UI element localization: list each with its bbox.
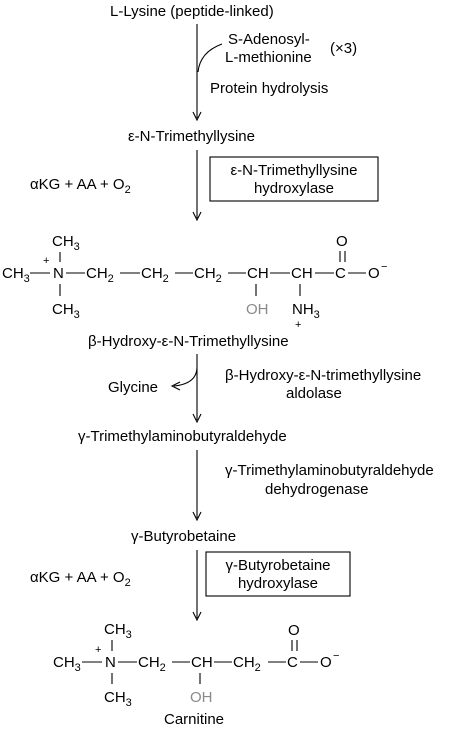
arrowhead-1	[192, 111, 202, 122]
hydroxy-tml-label: β-Hydroxy-ε-N-Trimethyllysine	[88, 333, 289, 350]
s1-o-charge: −	[381, 261, 387, 273]
s1-nh3: NH3	[292, 301, 320, 321]
s1-ch2-a: CH2	[86, 265, 114, 285]
enzyme-box-4	[205, 551, 351, 597]
glycine-arrowhead	[170, 381, 181, 391]
s2-n-plus: +	[95, 644, 101, 656]
s2-o-charge: −	[333, 650, 339, 662]
s2-ch3-bottom: CH3	[104, 689, 132, 709]
hydroxy-tml-structure: CH3 CH3 + N CH3 CH2 CH2 CH2 CH OH CH NH3…	[2, 233, 387, 331]
s1-ch3-left: CH3	[2, 265, 30, 285]
protein-hydrolysis-label: Protein hydrolysis	[210, 80, 328, 97]
arrowhead-3	[192, 413, 202, 424]
enzyme3-line2: dehydrogenase	[265, 481, 368, 498]
arrowhead-4	[192, 511, 202, 522]
butyrobetaine-label: γ-Butyrobetaine	[131, 528, 236, 545]
glycine-curve	[173, 367, 198, 387]
carnitine-label: Carnitine	[164, 711, 224, 728]
glycine-label: Glycine	[108, 379, 158, 396]
s2-n: N	[105, 654, 116, 671]
s2-ch: CH	[191, 654, 213, 671]
arrowhead-5	[192, 611, 202, 622]
sam-line1: S-Adenosyl-	[228, 31, 310, 48]
carnitine-structure: CH3 CH3 + N CH3 CH2 CH OH CH2 C O O −	[53, 621, 339, 709]
enzyme2-line1: β-Hydroxy-ε-N-trimethyllysine	[225, 367, 421, 384]
enzyme1-line2: hydroxylase	[254, 180, 334, 197]
s1-ch3-top: CH3	[52, 233, 80, 253]
enzyme3-line1: γ-Trimethylaminobutyraldehyde	[225, 462, 434, 479]
s2-oh: OH	[190, 689, 213, 706]
s1-n: N	[53, 265, 64, 282]
sam-line2: L-methionine	[225, 49, 312, 66]
s1-o-minus: O	[368, 265, 380, 282]
s2-o-minus: O	[320, 654, 332, 671]
lysine-label: L-Lysine (peptide-linked)	[110, 3, 274, 20]
enzyme2-line2: aldolase	[286, 385, 342, 402]
enzyme4-line1: γ-Butyrobetaine	[225, 557, 330, 574]
enzyme-box-1	[209, 156, 379, 202]
tml-label: ε-N-Trimethyllysine	[128, 128, 255, 145]
cofactors-2: αKG + AA + O2	[30, 569, 131, 589]
s1-oh: OH	[246, 301, 269, 318]
arrowhead-2	[192, 211, 202, 222]
enzyme1-line1: ε-N-Trimethyllysine	[231, 162, 358, 179]
s1-ch-a: CH	[247, 265, 269, 282]
s1-ch3-bottom: CH3	[52, 301, 80, 321]
s2-ch3-left: CH3	[53, 654, 81, 674]
cofactors-1: αKG + AA + O2	[30, 176, 131, 196]
s1-c: C	[335, 265, 346, 282]
s1-nh3-plus: +	[295, 319, 301, 331]
s1-n-plus: +	[43, 255, 49, 267]
sam-multiplier: (×3)	[330, 40, 357, 57]
s1-o-double: O	[336, 233, 348, 250]
aldehyde-label: γ-Trimethylaminobutyraldehyde	[78, 428, 287, 445]
s2-c: C	[287, 654, 298, 671]
s2-o-double: O	[288, 622, 300, 639]
s2-ch3-top: CH3	[104, 621, 132, 641]
s1-ch2-c: CH2	[194, 265, 222, 285]
s1-ch-b: CH	[291, 265, 313, 282]
sam-curve	[197, 43, 223, 73]
s2-ch2-b: CH2	[233, 654, 261, 674]
s2-ch2-a: CH2	[138, 654, 166, 674]
enzyme4-line2: hydroxylase	[238, 575, 318, 592]
s1-ch2-b: CH2	[141, 265, 169, 285]
